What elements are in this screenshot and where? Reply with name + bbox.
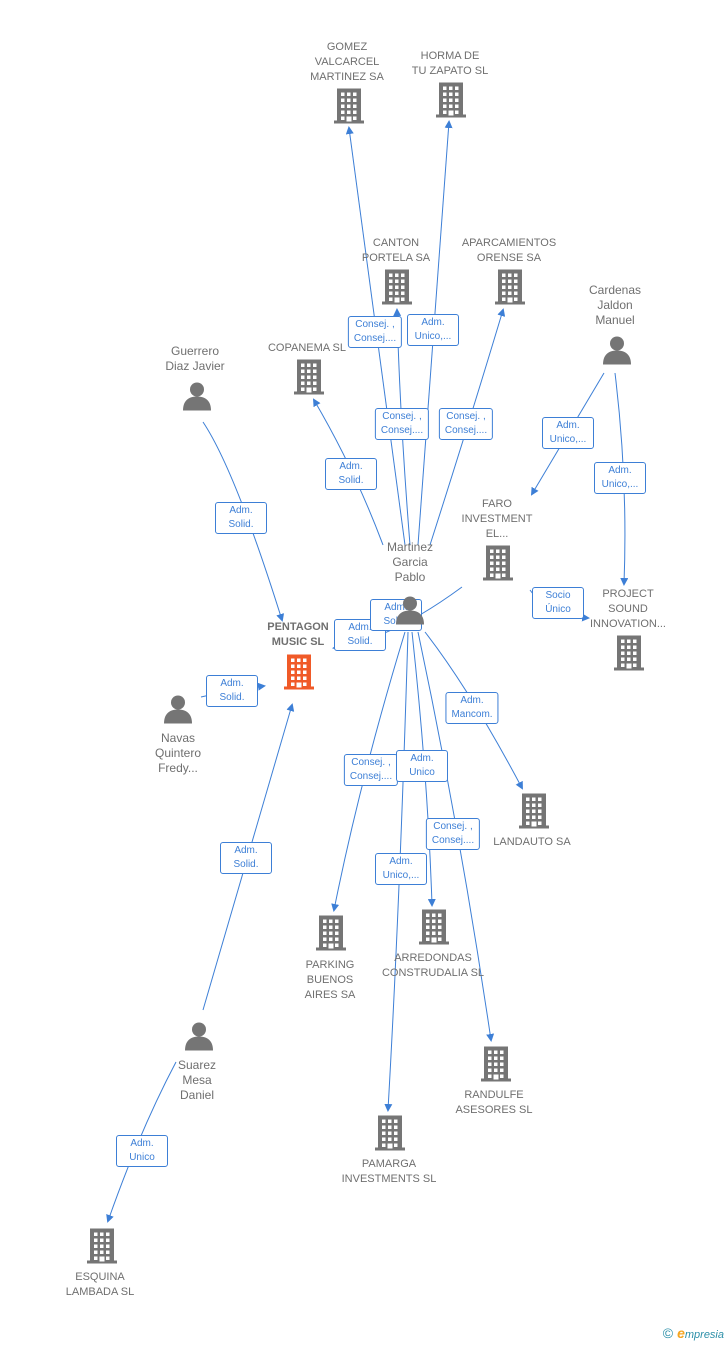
node-label-suarez[interactable]: Suarez Mesa Daniel	[177, 1058, 217, 1102]
edge-label-martinez-canton[interactable]: Consej. , Consej....	[374, 408, 430, 440]
empresia-watermark[interactable]: ©empresia	[663, 1325, 724, 1341]
edge-label-guerrero-pentagon[interactable]: Adm. Solid.	[215, 502, 267, 534]
building-icon-parking[interactable]	[315, 915, 347, 956]
person-icon-martinez[interactable]	[395, 595, 425, 630]
node-label-horma[interactable]: HORMA DE TU ZAPATO SL	[411, 50, 489, 77]
building-icon-horma[interactable]	[435, 82, 467, 123]
node-label-canton[interactable]: CANTON PORTELA SA	[361, 237, 431, 264]
edge-label-martinez-copanema[interactable]: Adm. Solid.	[325, 458, 377, 490]
building-icon-arredondas[interactable]	[418, 909, 450, 950]
person-icon-suarez[interactable]	[184, 1021, 214, 1056]
brand-initial: e	[677, 1325, 685, 1341]
node-label-pamarga[interactable]: PAMARGA INVESTMENTS SL	[341, 1158, 437, 1185]
building-icon-aparca[interactable]	[494, 269, 526, 310]
node-label-gomez[interactable]: GOMEZ VALCARCEL MARTINEZ SA	[310, 41, 384, 83]
edge-label-martinez-horma[interactable]: Adm. Unico,...	[407, 314, 459, 346]
node-label-guerrero[interactable]: Guerrero Diaz Javier	[165, 344, 225, 373]
building-icon-gomez[interactable]	[333, 88, 365, 129]
edge-label-navas-pentagon[interactable]: Adm. Solid.	[206, 675, 258, 707]
node-label-arredondas[interactable]: ARREDONDAS CONSTRUDALIA SL	[381, 952, 485, 979]
edge-label-martinez-landauto[interactable]: Adm. Mancom.	[445, 692, 499, 724]
person-icon-guerrero[interactable]	[182, 381, 212, 416]
edge-label-faro-pentagon[interactable]: Adm. Solid.	[334, 619, 386, 651]
edge-guerrero-pentagon	[202, 421, 285, 622]
edge-label-suarez-esquina[interactable]: Adm. Unico	[116, 1135, 168, 1167]
edge-martinez-pamarga	[384, 631, 409, 1112]
node-label-faro[interactable]: FARO INVESTMENT EL...	[461, 498, 533, 540]
node-label-landauto[interactable]: LANDAUTO SA	[493, 836, 571, 848]
node-label-copanema[interactable]: COPANEMA SL	[267, 342, 347, 354]
person-icon-navas[interactable]	[163, 694, 193, 729]
edge-label-martinez-gomez[interactable]: Consej. , Consej....	[347, 316, 403, 348]
brand-name: mpresia	[684, 1329, 724, 1341]
building-icon-copanema[interactable]	[293, 359, 325, 400]
building-icon-project[interactable]	[613, 635, 645, 676]
edge-label-martinez-parking[interactable]: Consej. , Consej....	[343, 754, 399, 786]
edge-label-cardenas-faro[interactable]: Adm. Unico,...	[542, 417, 594, 449]
node-label-cardenas[interactable]: Cardenas Jaldon Manuel	[588, 283, 642, 327]
building-icon-canton[interactable]	[381, 269, 413, 310]
node-label-navas[interactable]: Navas Quintero Fredy...	[154, 731, 202, 775]
building-icon-randulfe[interactable]	[480, 1046, 512, 1087]
edges-layer	[106, 120, 629, 1223]
node-label-martinez[interactable]: Martinez Garcia Pablo	[386, 540, 433, 584]
copyright-symbol: ©	[662, 1325, 674, 1341]
edge-label-martinez-pamarga[interactable]: Adm. Unico,...	[375, 853, 427, 885]
node-label-randulfe[interactable]: RANDULFE ASESORES SL	[455, 1089, 533, 1116]
edge-label-martinez-aparca[interactable]: Consej. , Consej....	[438, 408, 494, 440]
edge-label-faro-project[interactable]: Socio Único	[532, 587, 584, 619]
node-label-parking[interactable]: PARKING BUENOS AIRES SA	[304, 959, 356, 1001]
building-icon-esquina[interactable]	[86, 1228, 118, 1269]
node-label-project[interactable]: PROJECT SOUND INNOVATION...	[590, 588, 666, 630]
building-icon-landauto[interactable]	[518, 793, 550, 834]
edge-label-cardenas-project[interactable]: Adm. Unico,...	[594, 462, 646, 494]
edge-label-martinez-arredondas[interactable]: Adm. Unico	[396, 750, 448, 782]
building-icon-pamarga[interactable]	[374, 1115, 406, 1156]
person-icon-cardenas[interactable]	[602, 335, 632, 370]
node-label-pentagon[interactable]: PENTAGON MUSIC SL	[267, 621, 329, 648]
edge-label-suarez-pentagon[interactable]: Adm. Solid.	[220, 842, 272, 874]
node-label-aparca[interactable]: APARCAMIENTOS ORENSE SA	[461, 237, 557, 264]
building-icon-faro[interactable]	[482, 545, 514, 586]
node-label-esquina[interactable]: ESQUINA LAMBADA SL	[65, 1271, 135, 1298]
edge-label-martinez-randulfe[interactable]: Consej. , Consej....	[425, 818, 481, 850]
building-icon-pentagon[interactable]	[283, 654, 315, 695]
